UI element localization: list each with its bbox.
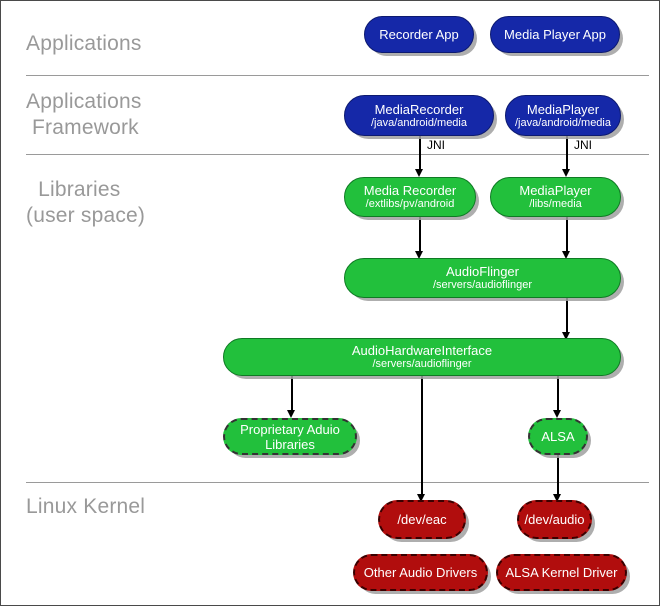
connector-mediaplayerlib-to-audioflinger <box>566 217 568 253</box>
divider-applications <box>26 75 649 76</box>
arrowhead-mediarecorderlib-to-audioflinger <box>415 251 423 259</box>
layer-label-applications-framework: Applications Framework <box>26 90 142 139</box>
node-mediaplayer-framework[interactable]: MediaPlayer /java/android/media <box>505 95 621 136</box>
divider-framework <box>26 154 649 155</box>
node-alsa[interactable]: ALSA <box>528 418 588 455</box>
connector-mediarecorderlib-to-audioflinger <box>419 217 421 253</box>
node-mediarecorder-framework-title: MediaRecorder <box>374 101 464 117</box>
node-dev-audio-title: /dev/audio <box>524 512 585 527</box>
edge-label-jni-player: JNI <box>574 138 592 152</box>
node-mediarecorder-framework[interactable]: MediaRecorder /java/android/media <box>344 95 494 136</box>
node-alsa-title: ALSA <box>541 429 575 444</box>
divider-kernel <box>26 482 649 483</box>
layer-label-applications: Applications <box>26 32 142 55</box>
node-audiohardwareinterface[interactable]: AudioHardwareInterface /servers/audiofli… <box>223 338 621 376</box>
node-audiohardwareinterface-title: AudioHardwareInterface <box>351 343 493 358</box>
arrowhead-ahi-to-dev-eac <box>417 494 425 502</box>
arrowhead-mediaplayerlib-to-audioflinger <box>562 251 570 259</box>
connector-ahi-to-dev-eac <box>421 376 423 496</box>
connector-mediaplayer-to-lib <box>566 136 568 171</box>
arrowhead-mediarecorder-to-lib <box>415 169 423 177</box>
node-proprietary-audio-libraries-title: Proprietary Aduio <box>240 421 340 437</box>
node-proprietary-audio-libraries-subtitle: Libraries <box>265 436 315 452</box>
node-proprietary-audio-libraries[interactable]: Proprietary Aduio Libraries <box>223 418 357 455</box>
node-alsa-kernel-driver-title: ALSA Kernel Driver <box>505 565 618 580</box>
node-other-audio-drivers[interactable]: Other Audio Drivers <box>353 554 488 591</box>
node-audioflinger-path: /servers/audioflinger <box>432 279 533 291</box>
connector-ahi-to-alsa <box>557 376 559 412</box>
node-mediaplayer-framework-path: /java/android/media <box>514 116 611 129</box>
node-media-recorder-lib-title: Media Recorder <box>363 183 457 198</box>
arrowhead-mediaplayer-to-lib <box>562 169 570 177</box>
node-mediaplayer-lib-title: MediaPlayer <box>519 183 592 198</box>
node-recorder-app[interactable]: Recorder App <box>364 16 474 53</box>
arrowhead-ahi-to-alsa <box>553 410 561 418</box>
connector-ahi-to-proprietary <box>291 376 293 412</box>
layer-label-linux-kernel: Linux Kernel <box>26 495 146 518</box>
connector-mediarecorder-to-lib <box>419 136 421 171</box>
node-dev-audio[interactable]: /dev/audio <box>517 500 592 539</box>
node-audiohardwareinterface-path: /servers/audioflinger <box>372 358 472 370</box>
node-alsa-kernel-driver[interactable]: ALSA Kernel Driver <box>496 554 627 591</box>
node-mediaplayer-framework-title: MediaPlayer <box>526 101 600 117</box>
node-recorder-app-title: Recorder App <box>379 27 459 42</box>
node-audioflinger-title: AudioFlinger <box>446 264 519 279</box>
connector-alsa-to-dev-audio <box>557 454 559 496</box>
node-mediaplayer-lib-path: /libs/media <box>529 198 582 210</box>
node-mediarecorder-framework-path: /java/android/media <box>370 116 467 129</box>
node-dev-eac[interactable]: /dev/eac <box>378 500 466 539</box>
arrowhead-alsa-to-dev-audio <box>553 494 561 502</box>
connector-audioflinger-to-ahi <box>566 298 568 334</box>
layer-label-libraries: Libraries (user space) <box>26 178 146 227</box>
node-media-player-app-title: Media Player App <box>504 27 606 42</box>
arrowhead-audioflinger-to-ahi <box>562 332 570 340</box>
node-media-recorder-lib[interactable]: Media Recorder /extlibs/pv/android <box>344 177 476 217</box>
arrowhead-ahi-to-proprietary <box>287 410 295 418</box>
node-media-player-app[interactable]: Media Player App <box>490 16 620 53</box>
node-audioflinger[interactable]: AudioFlinger /servers/audioflinger <box>344 258 621 298</box>
node-mediaplayer-lib[interactable]: MediaPlayer /libs/media <box>490 177 621 217</box>
node-dev-eac-title: /dev/eac <box>397 512 447 527</box>
edge-label-jni-recorder: JNI <box>427 138 445 152</box>
node-other-audio-drivers-title: Other Audio Drivers <box>363 565 478 580</box>
node-media-recorder-lib-path: /extlibs/pv/android <box>365 198 455 210</box>
